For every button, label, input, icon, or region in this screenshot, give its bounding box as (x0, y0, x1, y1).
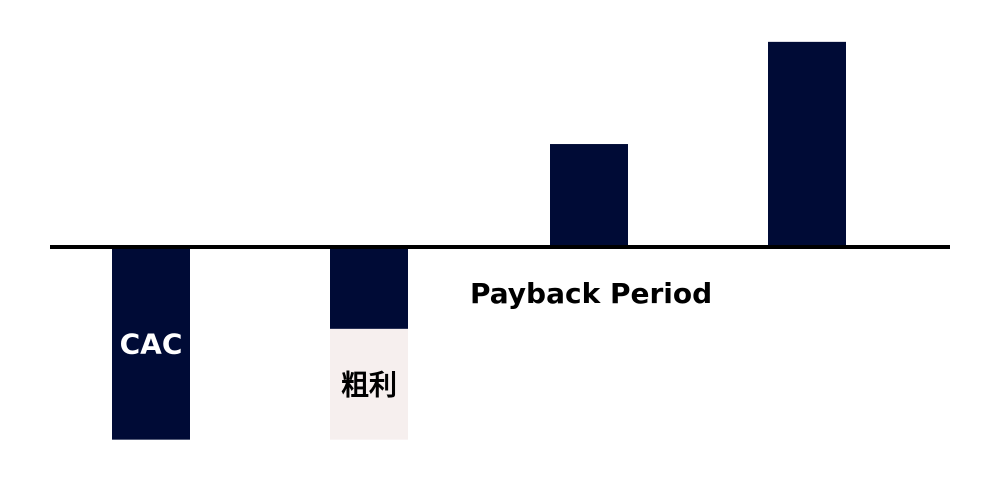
payback-period-annotation: Payback Period (470, 277, 712, 310)
bar-5 (768, 41, 846, 247)
bar-label-1: CAC (120, 327, 183, 360)
bar-2 (330, 247, 408, 329)
bars-group (112, 41, 846, 440)
bar-label-3: 粗利 (341, 368, 397, 401)
bar-1 (112, 247, 190, 440)
bar-labels-group: CAC 粗利 (120, 327, 397, 401)
bar-3 (330, 328, 408, 440)
bar-4 (550, 144, 628, 247)
